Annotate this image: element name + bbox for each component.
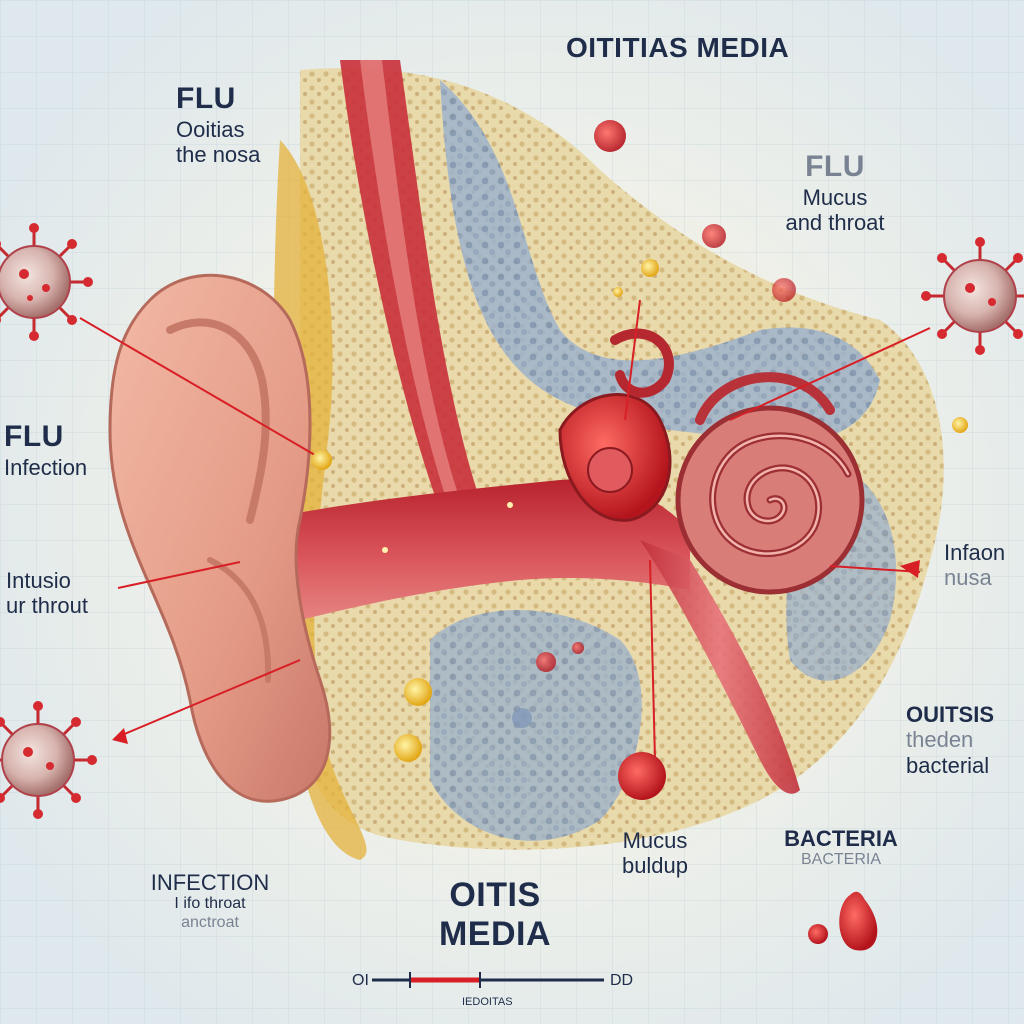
label-top-right-heading: FLU — [805, 150, 865, 183]
label-bottom-left-line2: I ifo throat — [174, 895, 246, 913]
eustachian-tube — [640, 540, 800, 794]
label-bacteria: BACTERIA BACTERIA — [766, 826, 916, 870]
label-bottom-left-line1: INFECTION — [150, 870, 270, 895]
label-right-mid-line1: Infaon — [944, 540, 1006, 565]
scale-left-label: OI — [352, 972, 369, 989]
leader-line-infaon — [829, 565, 921, 573]
virus-icon — [0, 701, 97, 819]
label-right-low-line1: OUITSIS — [906, 702, 995, 727]
label-bottom-left: INFECTION I ifo throat anctroat — [130, 870, 290, 932]
vertical-vessel-highlight — [360, 60, 460, 504]
label-left-mid-line1: Infection — [4, 454, 88, 480]
label-bacteria-heading: BACTERIA — [784, 826, 898, 851]
label-bottom-center-line1: OITIS — [449, 876, 541, 914]
label-top-left-line2: the nosa — [176, 141, 261, 167]
diagram-title: OITITIAS MEDIA — [566, 32, 790, 63]
ear-canal — [260, 479, 690, 630]
leader-line-intusio — [117, 561, 241, 589]
label-left-mid: FLU Infection — [4, 420, 87, 480]
label-top-right-line2: and throat — [785, 209, 885, 235]
semicircular-canal — [695, 372, 835, 425]
ossicles — [558, 328, 674, 522]
label-right-low: OUITSIS theden bacterial — [906, 702, 994, 778]
label-bottom-left-line3: anctroat — [181, 913, 239, 931]
leader-line-flu-top — [79, 317, 321, 459]
leader-lines — [79, 299, 931, 761]
label-bottom-center-line2: MEDIA — [438, 915, 552, 954]
cochlea-illustration — [675, 405, 865, 595]
label-top-left-heading: FLU — [176, 82, 236, 115]
leader-line-lower-left — [114, 659, 301, 739]
label-mucus: Mucus buldup — [590, 828, 720, 879]
label-left-low-line2: ur throut — [6, 593, 88, 619]
label-top-right-line1: Mucus — [802, 184, 868, 210]
arrowhead-infaon — [900, 560, 920, 578]
upper-tissue — [440, 80, 880, 443]
label-top-left: FLU Ooitias the nosa — [176, 82, 260, 167]
label-left-low: Intusio ur throut — [6, 568, 88, 619]
leader-line-right-virus — [729, 327, 931, 421]
label-left-low-line1: Intusio — [6, 568, 71, 593]
red-blobs — [512, 120, 878, 951]
label-bottom-center: OITIS MEDIA — [410, 876, 580, 954]
lower-tissue — [430, 610, 642, 841]
label-bacteria-sub: BACTERIA — [800, 851, 881, 869]
label-left-mid-heading: FLU — [4, 420, 64, 453]
scale-caption: IEDOITAS — [462, 996, 513, 1008]
scale-bar — [372, 972, 604, 988]
arrowhead-lower-left — [112, 728, 128, 744]
virus-icon — [0, 223, 93, 341]
glow-dots — [312, 259, 968, 762]
label-right-mid: Infaon nusa — [944, 540, 1005, 591]
label-mucus-line1: Mucus — [622, 828, 688, 853]
label-right-low-line3: bacterial — [906, 752, 990, 778]
label-top-left-line1: Ooitias — [176, 116, 245, 142]
label-right-low-line2: theden — [906, 727, 974, 753]
leader-line-ossicle — [624, 299, 641, 421]
label-top-right: FLU Mucus and throat — [760, 150, 910, 235]
leader-line-mucus — [649, 559, 656, 761]
label-mucus-line2: buldup — [621, 853, 689, 879]
virus-icon — [921, 237, 1024, 355]
label-right-mid-line2: nusa — [944, 565, 992, 591]
scale-right-label: DD — [610, 972, 634, 989]
